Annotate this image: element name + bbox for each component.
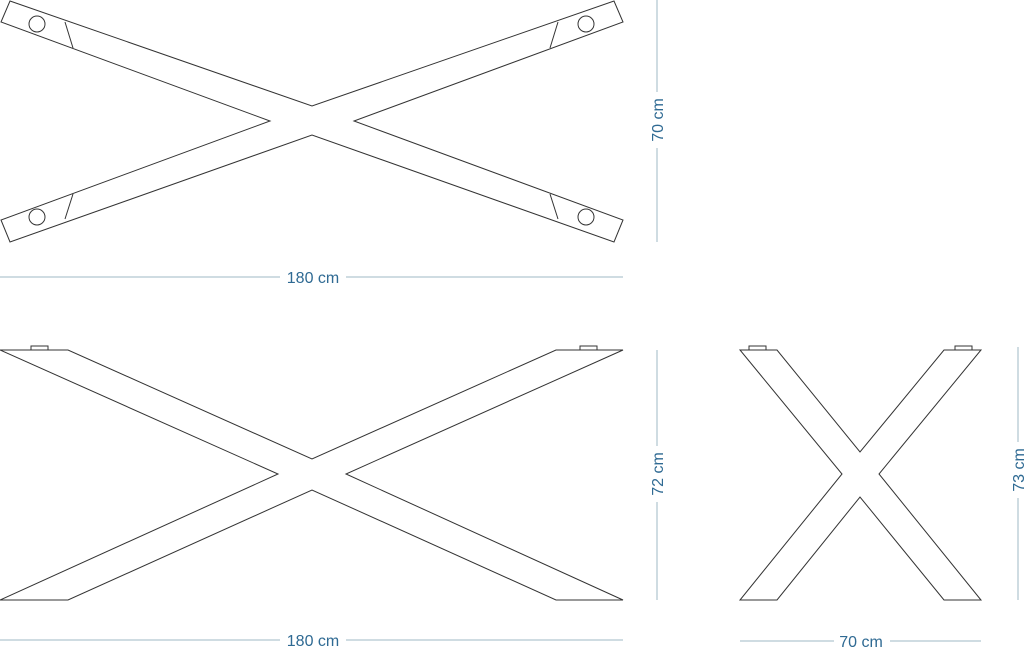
mount-plate-divider [64, 21, 74, 49]
screw-hole-icon [28, 15, 46, 33]
screw-hole-icon [577, 15, 595, 33]
top-depth-label: 70 cm [650, 98, 667, 142]
mount-plate [954, 345, 973, 351]
side-height-label: 73 cm [1011, 448, 1024, 492]
mount-plate [748, 345, 767, 351]
front-height-label: 72 cm [650, 452, 667, 496]
top-view-x-frame [0, 0, 624, 243]
top-width-label: 180 cm [287, 270, 339, 287]
front-view: 180 cm 72 cm [0, 345, 668, 648]
screw-hole-icon [28, 208, 46, 226]
mount-plate-divider [549, 193, 559, 220]
mount-plate-divider [549, 21, 559, 49]
mount-plate [30, 345, 49, 351]
side-view-x-frame [738, 349, 983, 601]
side-width-label: 70 cm [839, 634, 883, 648]
mount-plate-divider [64, 193, 74, 220]
front-width-label: 180 cm [287, 633, 339, 648]
mount-plate [579, 345, 598, 351]
top-view: 180 cm 70 cm [0, 0, 668, 288]
side-view: 70 cm 73 cm [738, 345, 1024, 648]
screw-hole-icon [577, 208, 595, 226]
front-view-x-frame [0, 349, 624, 601]
